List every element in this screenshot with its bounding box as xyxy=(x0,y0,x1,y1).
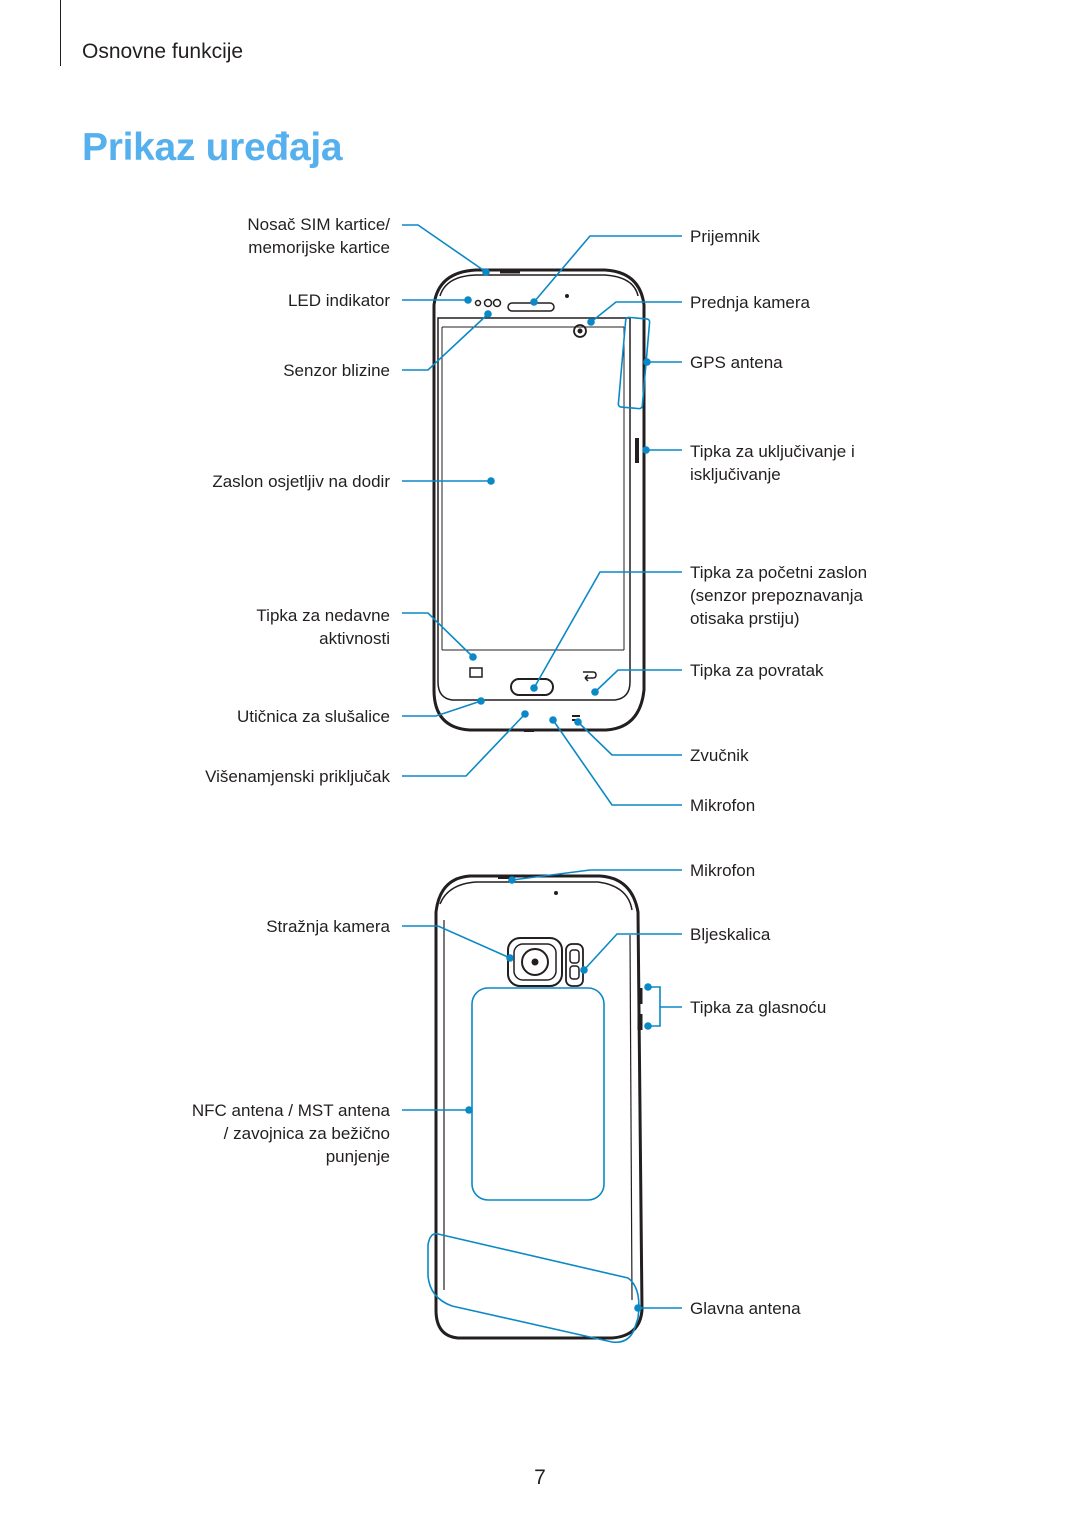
label-front-camera: Prednja kamera xyxy=(690,293,811,312)
front-phone xyxy=(432,268,646,732)
label-mic-bottom: Mikrofon xyxy=(690,796,756,815)
label-main-antenna: Glavna antena xyxy=(690,1299,801,1318)
label-home: Tipka za početni zaslon(senzor prepoznav… xyxy=(690,563,868,628)
label-led: LED indikator xyxy=(287,291,390,310)
chapter-title: Osnovne funkcije xyxy=(82,40,244,63)
label-nfc: NFC antena / MST antena/ zavojnica za be… xyxy=(191,1101,390,1166)
label-speaker: Zvučnik xyxy=(690,746,749,765)
label-sim-tray: Nosač SIM kartice/memorijske kartice xyxy=(247,215,390,257)
label-receiver: Prijemnik xyxy=(690,227,760,246)
label-earphone: Utičnica za slušalice xyxy=(236,707,390,726)
label-volume: Tipka za glasnoću xyxy=(690,998,827,1017)
page-number: 7 xyxy=(534,1466,546,1489)
label-gps: GPS antena xyxy=(690,353,783,372)
callout-dots xyxy=(464,268,652,1312)
label-multipurpose: Višenamjenski priključak xyxy=(205,767,390,786)
callouts xyxy=(402,224,682,1344)
page-title: Prikaz uređaja xyxy=(82,126,343,169)
label-touchscreen: Zaslon osjetljiv na dodir xyxy=(212,472,390,491)
label-rear-camera: Stražnja kamera xyxy=(266,917,390,936)
back-phone xyxy=(434,874,644,1340)
label-mic-top: Mikrofon xyxy=(690,861,756,880)
front-sensors xyxy=(474,298,502,308)
label-proximity: Senzor blizine xyxy=(283,361,390,380)
chapter-divider xyxy=(60,0,61,66)
label-back: Tipka za povratak xyxy=(690,661,824,680)
label-flash: Bljeskalica xyxy=(690,925,771,944)
